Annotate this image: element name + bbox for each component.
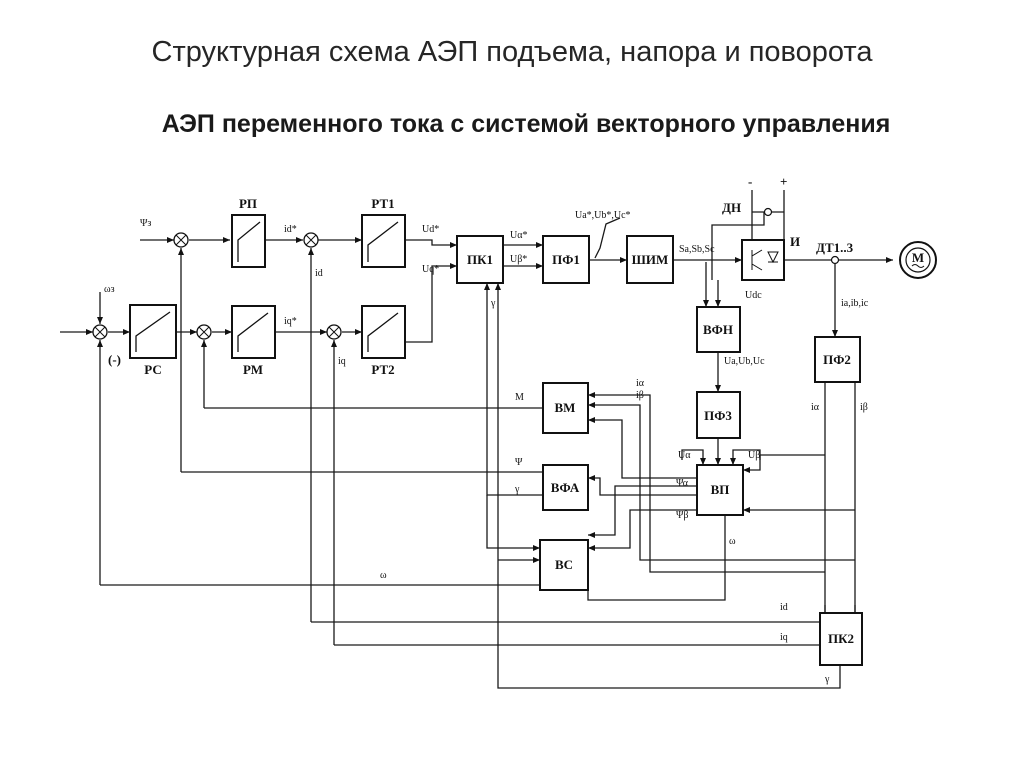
- svg-text:ШИМ: ШИМ: [632, 252, 669, 267]
- summing-junction: [196, 324, 212, 340]
- svg-text:Ψβ: Ψβ: [676, 510, 688, 521]
- regulator-rs-label: РС: [144, 362, 162, 377]
- voltage-sensor-label: ДН: [722, 200, 741, 215]
- regulator-rp: РП: [231, 196, 266, 268]
- svg-text:γ: γ: [490, 298, 496, 309]
- svg-text:iβ: iβ: [636, 390, 644, 401]
- block-pf1: ПФ1: [542, 235, 590, 284]
- block-pk2: ПК2: [819, 612, 863, 666]
- block-inverter: [741, 239, 785, 281]
- summing-junction: [326, 324, 342, 340]
- svg-text:iβ: iβ: [860, 402, 868, 413]
- block-pf3: ПФ3: [696, 391, 741, 439]
- block-pf2: ПФ2: [814, 336, 861, 383]
- regulator-rt2: РТ2: [361, 305, 406, 377]
- block-vfa: ВФА: [542, 464, 589, 511]
- svg-text:ПК2: ПК2: [828, 631, 854, 646]
- regulator-rt1: РТ1: [361, 196, 406, 268]
- svg-text:id: id: [780, 602, 788, 613]
- svg-text:Ud*: Ud*: [422, 224, 439, 235]
- svg-text:iq: iq: [780, 632, 788, 643]
- slide-subtitle: АЭП переменного тока с системой векторно…: [161, 110, 891, 138]
- svg-text:ВС: ВС: [555, 557, 573, 572]
- svg-text:Uq*: Uq*: [422, 264, 439, 275]
- svg-text:iq: iq: [338, 356, 346, 367]
- svg-text:Udc: Udc: [745, 290, 762, 301]
- svg-text:ПФ2: ПФ2: [823, 352, 851, 367]
- svg-text:Uα*: Uα*: [510, 230, 527, 241]
- regulator-rt2-label: РТ2: [371, 362, 394, 377]
- summing-junctions: [92, 232, 342, 340]
- negative-feedback-label: (-): [108, 352, 121, 367]
- motor-label: M: [912, 250, 924, 265]
- svg-text:iα: iα: [636, 378, 645, 389]
- block-vfn: ВФН: [696, 306, 741, 353]
- svg-text:iα: iα: [811, 402, 820, 413]
- svg-text:ПФ1: ПФ1: [552, 252, 580, 267]
- inverter-label: И: [790, 234, 800, 249]
- motor: M: [899, 241, 937, 279]
- regulator-rt1-label: РТ1: [371, 196, 394, 211]
- svg-text:Uβ*: Uβ*: [510, 254, 527, 265]
- svg-text:γ: γ: [514, 484, 520, 495]
- summing-junction: [173, 232, 189, 248]
- svg-text:ВФА: ВФА: [551, 480, 580, 495]
- regulator-rm: РМ: [231, 305, 276, 377]
- svg-text:Sa,Sb,Sc: Sa,Sb,Sc: [679, 244, 715, 255]
- svg-text:ПФ3: ПФ3: [704, 408, 732, 423]
- svg-text:Ψα: Ψα: [676, 478, 689, 489]
- dc-plus-label: +: [780, 174, 787, 189]
- block-shim: ШИМ: [626, 235, 674, 284]
- svg-text:id: id: [315, 268, 323, 279]
- svg-text:ВФН: ВФН: [703, 322, 733, 337]
- svg-text:ВП: ВП: [711, 482, 730, 497]
- svg-text:Ua*,Ub*,Uc*: Ua*,Ub*,Uc*: [575, 210, 631, 221]
- svg-text:Uα: Uα: [678, 450, 691, 461]
- svg-text:Ψз: Ψз: [140, 218, 151, 229]
- dc-minus-label: -: [748, 174, 752, 189]
- slide-title: Структурная схема АЭП подъема, напора и …: [151, 36, 873, 68]
- svg-text:iq*: iq*: [284, 316, 297, 327]
- svg-text:γ: γ: [824, 674, 830, 685]
- regulator-rp-label: РП: [239, 196, 257, 211]
- signal-lines: [60, 190, 893, 689]
- svg-text:ВМ: ВМ: [555, 400, 576, 415]
- block-vm: ВМ: [542, 382, 589, 434]
- svg-text:Ua,Ub,Uc: Ua,Ub,Uc: [724, 356, 765, 367]
- block-pk1: ПК1: [456, 235, 504, 284]
- svg-text:Ψ: Ψ: [515, 457, 523, 468]
- svg-text:ПК1: ПК1: [467, 252, 493, 267]
- summing-junction: [92, 324, 108, 340]
- regulator-rm-label: РМ: [243, 362, 263, 377]
- block-vs: ВС: [539, 539, 589, 591]
- block-vp: ВП: [696, 464, 744, 516]
- svg-text:ω: ω: [729, 536, 736, 547]
- svg-text:ωз: ωз: [104, 284, 115, 295]
- svg-text:Uβ: Uβ: [748, 450, 760, 461]
- svg-text:ia,ib,ic: ia,ib,ic: [841, 298, 869, 309]
- summing-junction: [303, 232, 319, 248]
- svg-text:id*: id*: [284, 224, 297, 235]
- svg-text:M: M: [515, 392, 524, 403]
- regulator-rs: РС: [129, 304, 177, 377]
- svg-text:ω: ω: [380, 570, 387, 581]
- current-sensor-label: ДТ1..3: [816, 240, 854, 255]
